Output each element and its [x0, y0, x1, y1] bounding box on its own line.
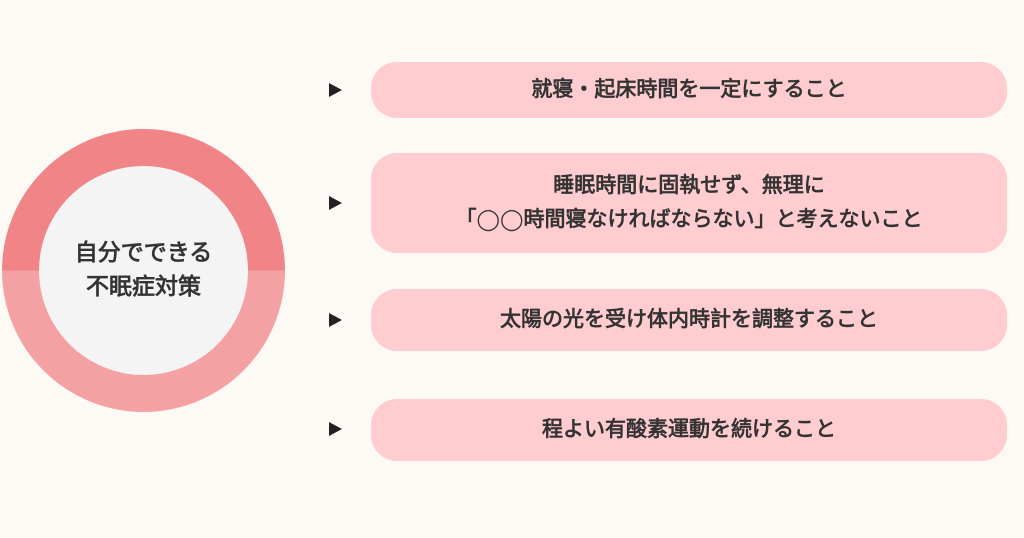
bullet-arrow-icon: [329, 313, 342, 327]
center-circle: 自分でできる 不眠症対策: [39, 166, 248, 375]
list-item-1: 就寝・起床時間を一定にすること: [371, 62, 1007, 118]
center-ring: 自分でできる 不眠症対策: [2, 129, 285, 412]
list-item-3: 太陽の光を受け体内時計を調整すること: [371, 289, 1007, 351]
list-item-4: 程よい有酸素運動を続けること: [371, 399, 1007, 461]
list-item-2: 睡眠時間に固執せず、無理に 「◯◯時間寝なければならない」と考えないこと: [371, 153, 1007, 253]
bullet-arrow-icon: [329, 422, 342, 436]
center-title: 自分でできる 不眠症対策: [74, 240, 213, 300]
bullet-arrow-icon: [329, 196, 342, 210]
bullet-arrow-icon: [329, 83, 342, 97]
